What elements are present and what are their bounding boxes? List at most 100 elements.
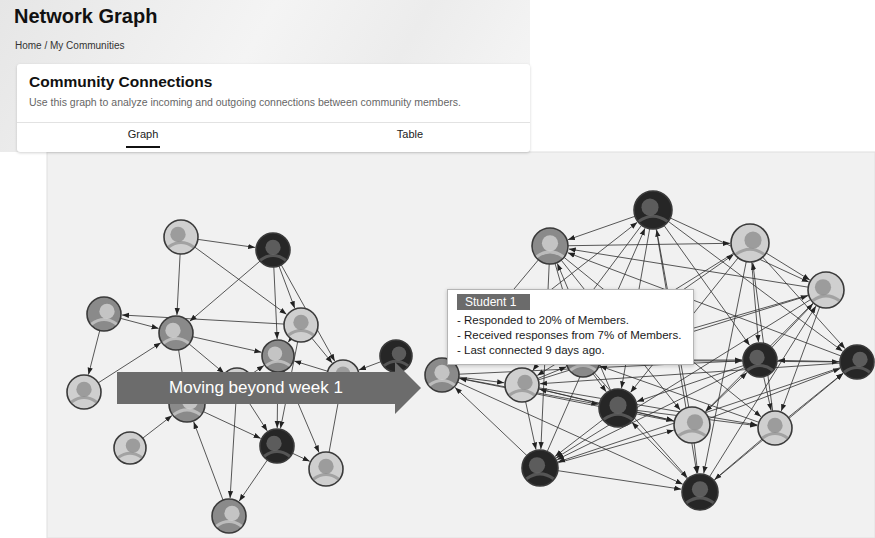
avatar-face [542, 235, 558, 251]
avatar-body [570, 366, 596, 371]
graph-link [359, 362, 381, 370]
page-title: Network Graph [14, 5, 157, 28]
graph-link [752, 262, 759, 342]
avatar-body [736, 249, 765, 254]
graph-link [190, 261, 260, 321]
graph-link [670, 218, 809, 282]
avatar-node [212, 499, 246, 533]
avatar-node [67, 375, 101, 409]
avatar-body [168, 243, 194, 248]
avatar-body [639, 216, 668, 221]
graph-link [710, 306, 816, 477]
avatar-body [118, 453, 142, 457]
graph-link [292, 453, 309, 461]
graph-link [763, 257, 845, 348]
graph-link [558, 367, 841, 462]
avatar-circle [284, 308, 318, 342]
avatar-face [641, 199, 658, 216]
graph-link [778, 360, 840, 361]
graph-link [120, 318, 158, 328]
avatar-node [808, 272, 844, 308]
tooltip-line: - Responded to 20% of Members. [457, 313, 681, 328]
graph-link [714, 373, 843, 480]
avatar-face [165, 323, 180, 338]
avatar-node [309, 452, 343, 486]
graph-link [122, 315, 284, 324]
avatar-node [505, 368, 539, 402]
graph-link [193, 337, 262, 353]
graph-link [279, 266, 295, 308]
avatar-node [599, 389, 637, 427]
avatar-circle [260, 429, 294, 463]
graph-link [704, 262, 747, 474]
avatar-face [529, 457, 545, 473]
avatar-node [260, 429, 294, 463]
avatar-body [264, 452, 290, 457]
avatar-node [114, 432, 146, 464]
avatar-body [537, 252, 564, 257]
panel-heading: Community Connections [29, 73, 518, 91]
tab-label: Table [397, 128, 423, 140]
avatar-face [266, 436, 281, 451]
avatar-circle [522, 450, 558, 486]
avatar-node [758, 411, 792, 445]
graph-link [568, 243, 730, 245]
graph-link [558, 471, 681, 490]
avatar-circle [87, 297, 121, 331]
avatar-face [126, 438, 140, 452]
graph-link [753, 263, 773, 411]
avatar-face [852, 352, 867, 367]
avatar-body [288, 331, 314, 336]
tooltip-line: - Last connected 9 days ago. [457, 343, 681, 358]
avatar-node [634, 191, 672, 229]
breadcrumb: Home / My Communities [15, 40, 124, 51]
avatar-face [687, 414, 703, 430]
avatar-circle [532, 228, 568, 264]
avatar-body [527, 474, 554, 479]
avatar-body [813, 296, 840, 301]
graph-link [198, 239, 255, 247]
avatar-circle [212, 499, 246, 533]
tooltip-line: - Received responses from 7% of Members. [457, 328, 681, 343]
graph-link [694, 443, 698, 473]
tooltip-heading: Student 1 [457, 294, 530, 310]
graph-link [555, 420, 603, 457]
tab-label: Graph [128, 128, 159, 140]
graph-link [177, 254, 180, 315]
avatar-face [318, 459, 333, 474]
panel-description: Use this graph to analyze incoming and o… [29, 96, 518, 108]
avatar-face [767, 418, 782, 433]
avatar-face [517, 375, 532, 390]
arrow-band-label: Moving beyond week 1 [117, 372, 395, 404]
avatar-circle [505, 368, 539, 402]
avatar-body [266, 361, 290, 365]
avatar-node [284, 308, 318, 342]
avatar-body [163, 339, 189, 344]
avatar-node [743, 343, 777, 377]
avatar-face [265, 240, 280, 255]
graph-link [203, 412, 260, 439]
tooltip-box: Student 1- Responded to 20% of Members.-… [447, 289, 694, 365]
avatar-body [679, 431, 706, 436]
avatar-face [392, 346, 406, 360]
avatar-circle [164, 220, 198, 254]
avatar-face [609, 397, 626, 414]
graph-link [239, 460, 267, 501]
graph-link [294, 361, 327, 371]
panel-card: Community ConnectionsUse this graph to a… [17, 64, 530, 152]
arrow-band-text: Moving beyond week 1 [169, 378, 343, 398]
avatar-circle [731, 224, 769, 262]
avatar-face [76, 382, 91, 397]
graph-link [274, 267, 277, 339]
avatar-circle [674, 407, 710, 443]
avatar-node [522, 450, 558, 486]
graph-link [538, 367, 567, 379]
avatar-circle [743, 343, 777, 377]
graph-link [557, 367, 745, 459]
avatar-body [91, 320, 117, 325]
avatar-face [692, 481, 708, 497]
avatar-face [749, 350, 764, 365]
graph-link [764, 377, 771, 411]
avatar-body [174, 410, 201, 415]
avatar-circle [599, 389, 637, 427]
